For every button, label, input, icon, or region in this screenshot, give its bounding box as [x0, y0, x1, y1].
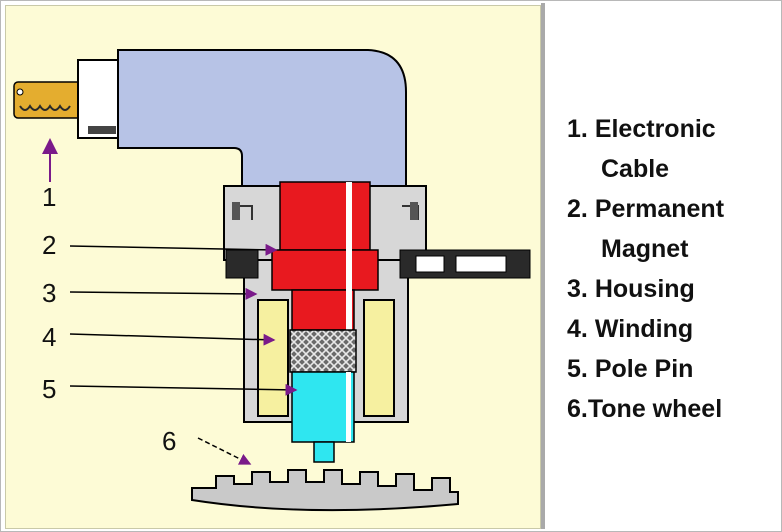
- label-3: 3: [42, 278, 56, 308]
- permanent-magnet: [271, 181, 379, 331]
- legend-label-continuation: Cable: [601, 155, 670, 183]
- legend-number: 5.: [567, 355, 588, 383]
- connector-body: [117, 49, 407, 187]
- sensor-diagram-panel: 1 2 3 4 5 6: [5, 5, 541, 529]
- leader-arrows: [42, 138, 298, 465]
- legend-label: Winding: [594, 315, 694, 343]
- label-4: 4: [42, 322, 56, 352]
- legend-number: 3.: [567, 275, 588, 303]
- legend-number: 6.: [567, 395, 588, 423]
- pole-pin: [291, 371, 355, 463]
- legend-label: Pole Pin: [594, 355, 694, 383]
- label-2: 2: [42, 230, 56, 260]
- label-5: 5: [42, 374, 56, 404]
- legend-number: 1.: [567, 115, 588, 143]
- legend-number: 4.: [567, 315, 588, 343]
- legend-item-winding: 4. Winding: [567, 309, 724, 349]
- legend-label: Electronic: [594, 115, 716, 143]
- wheel-speed-sensor-diagram: 1 2 3 4 5 6: [13, 49, 531, 512]
- electronic-cable: [13, 59, 123, 139]
- panel-divider: [541, 3, 545, 529]
- legend-number: 2.: [567, 195, 588, 223]
- winding-core-right: [363, 299, 395, 417]
- legend-item-pole-pin: 5. Pole Pin: [567, 349, 724, 389]
- legend: 1. Electronic Cable 2. Permanent Magnet …: [567, 109, 724, 429]
- label-6: 6: [162, 426, 176, 456]
- legend-label: Housing: [594, 275, 695, 303]
- tone-wheel: [191, 469, 459, 512]
- legend-label: Permanent: [594, 195, 725, 223]
- legend-label: Tone wheel: [587, 395, 723, 423]
- legend-item-housing: 3. Housing: [567, 269, 724, 309]
- legend-item-electronic-cable: 1. Electronic Cable: [567, 109, 724, 189]
- legend-item-tone-wheel: 6.Tone wheel: [567, 389, 724, 429]
- winding-core-left: [257, 299, 289, 417]
- label-1: 1: [42, 182, 56, 212]
- legend-item-permanent-magnet: 2. Permanent Magnet: [567, 189, 724, 269]
- winding: [289, 329, 357, 373]
- legend-label-continuation: Magnet: [601, 235, 689, 263]
